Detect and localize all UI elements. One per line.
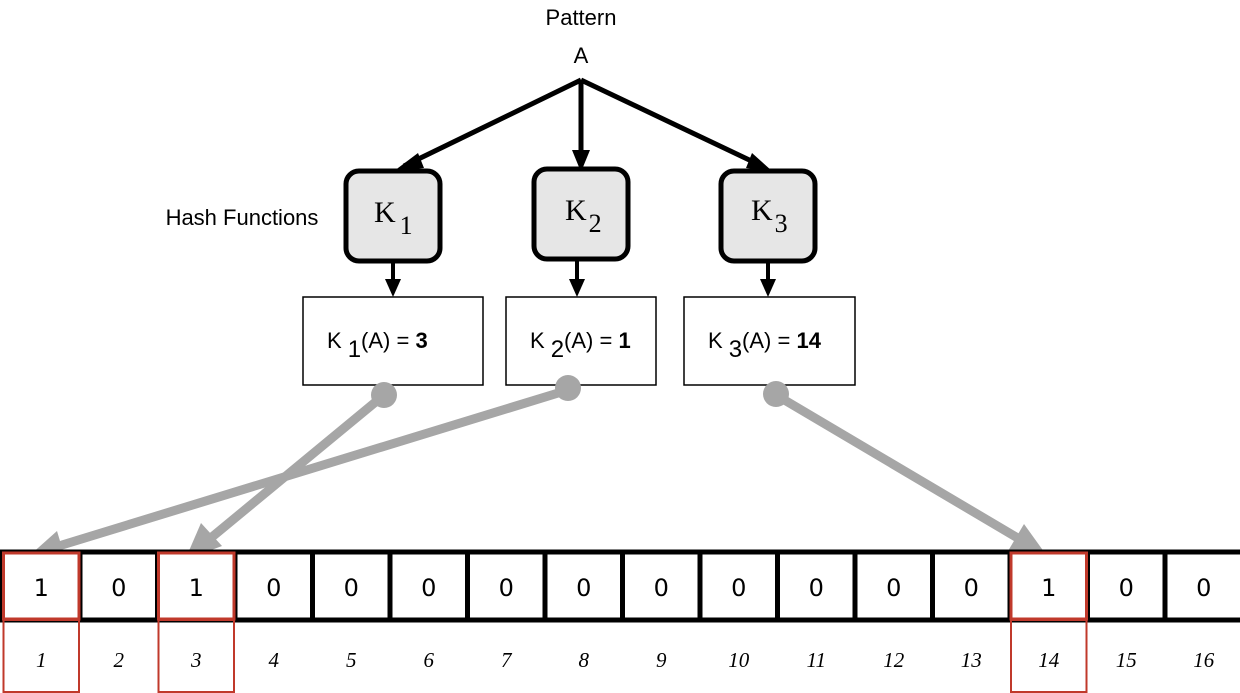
index-label: 13 — [961, 648, 982, 672]
hash-functions-label: Hash Functions — [166, 205, 319, 230]
bit-value: 0 — [421, 574, 436, 602]
bit-value: 1 — [189, 574, 204, 602]
connectors — [57, 385, 1021, 550]
index-label: 7 — [501, 648, 513, 672]
connector-dots — [371, 375, 789, 408]
k1-sub: 1 — [400, 211, 413, 240]
index-cell-highlight — [2, 619, 80, 693]
index-cell-highlight — [157, 619, 235, 693]
pattern-arrowheads — [394, 150, 772, 172]
connector-head-14 — [1008, 524, 1047, 556]
index-label: 6 — [424, 648, 435, 672]
bit-cell — [775, 549, 858, 623]
connector-k2-to-1 — [57, 385, 573, 550]
bit-value: 0 — [886, 574, 901, 602]
svg-text:K1: K1 — [374, 196, 413, 240]
result-k3-value: 14 — [796, 328, 821, 353]
arrowhead-k3 — [746, 153, 772, 171]
arrowhead-k2 — [572, 150, 590, 172]
arrowhead-k1 — [394, 153, 424, 171]
index-label: 10 — [728, 648, 750, 672]
svg-text:K2(A) = 1: K2(A) = 1 — [530, 328, 631, 363]
result-k2-arg: (A) = — [564, 328, 618, 353]
bit-value: 0 — [1196, 574, 1211, 602]
k3-sub: 3 — [775, 209, 788, 238]
bit-value: 0 — [111, 574, 126, 602]
bit-value: 0 — [266, 574, 281, 602]
index-label: 5 — [346, 648, 357, 672]
bit-cell — [1162, 549, 1240, 623]
k1-letter: K — [374, 196, 396, 229]
svg-text:K3(A) = 14: K3(A) = 14 — [708, 328, 822, 363]
bit-value: 0 — [654, 574, 669, 602]
arrow-to-k3 — [579, 77, 764, 169]
k2-sub: 2 — [589, 209, 602, 238]
bit-cell — [232, 549, 315, 623]
svg-text:K3: K3 — [751, 194, 788, 238]
index-cell-highlight — [1010, 619, 1088, 693]
index-label: 4 — [269, 648, 280, 672]
bit-value: 0 — [731, 574, 746, 602]
result-arrows — [391, 260, 770, 282]
result-k2-letter: K — [530, 328, 545, 353]
k2-letter: K — [565, 194, 587, 227]
result-arrowheads — [385, 279, 776, 297]
svg-text:K2: K2 — [565, 194, 602, 238]
bit-value: 0 — [576, 574, 591, 602]
index-label: 15 — [1116, 648, 1137, 672]
k3-letter: K — [751, 194, 773, 227]
result-k1-letter: K — [327, 328, 342, 353]
hash-function-k3: K3 — [718, 168, 818, 264]
index-label: 1 — [36, 648, 47, 672]
result-k1-arg: (A) = — [361, 328, 415, 353]
index-label: 14 — [1038, 648, 1060, 672]
bit-cell — [697, 549, 780, 623]
bit-cell — [310, 549, 393, 623]
connector-k1-to-3 — [207, 390, 389, 542]
result-k3-letter: K — [708, 328, 723, 353]
result-k1-value: 3 — [415, 328, 427, 353]
index-label: 8 — [579, 648, 590, 672]
pattern-name: A — [574, 43, 589, 68]
result-k3-sub: 3 — [729, 336, 742, 363]
pattern-title: Pattern — [546, 5, 617, 30]
svg-text:K1(A) = 3: K1(A) = 3 — [327, 328, 428, 363]
bit-cell — [930, 549, 1013, 623]
bit-value: 0 — [1119, 574, 1134, 602]
index-label: 12 — [883, 648, 905, 672]
result-k1-sub: 1 — [348, 336, 361, 363]
index-label: 16 — [1193, 648, 1215, 672]
bit-value: 0 — [344, 574, 359, 602]
result-k3-arg: (A) = — [742, 328, 796, 353]
index-label: 9 — [656, 648, 667, 672]
bit-value: 0 — [809, 574, 824, 602]
index-label: 2 — [114, 648, 125, 672]
arrow-to-k1 — [402, 77, 583, 169]
bit-value: 0 — [964, 574, 979, 602]
result-k2-sub: 2 — [551, 336, 564, 363]
index-label: 3 — [190, 648, 202, 672]
bit-value: 1 — [34, 574, 49, 602]
index-label: 11 — [807, 648, 826, 672]
result-k2-value: 1 — [618, 328, 630, 353]
bit-cell — [852, 549, 935, 623]
connector-k3-to-14 — [771, 390, 1021, 542]
hash-function-k2: K2 — [531, 166, 631, 262]
bit-cell — [620, 549, 703, 623]
bit-value: 0 — [499, 574, 514, 602]
bit-value: 1 — [1041, 574, 1056, 602]
